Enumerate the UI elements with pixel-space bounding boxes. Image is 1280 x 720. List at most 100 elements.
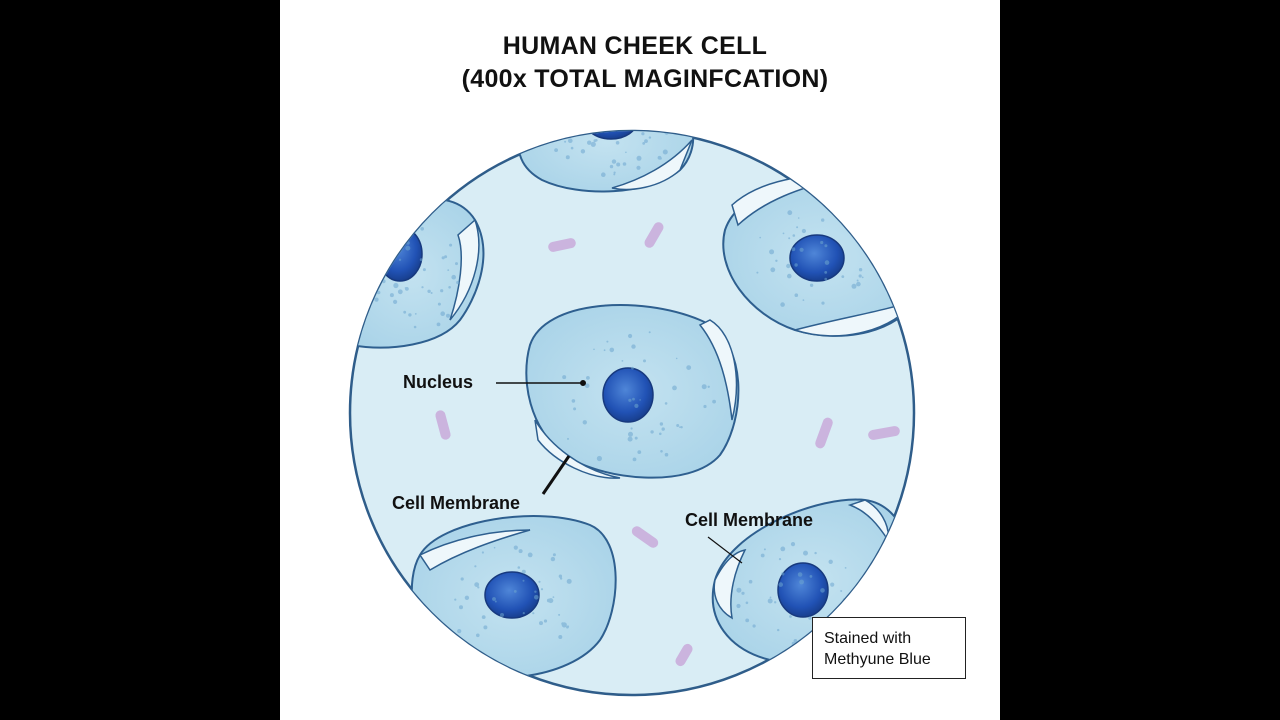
nucleus-top	[584, 131, 638, 140]
granule	[672, 385, 677, 391]
granule	[856, 279, 859, 282]
granule	[606, 340, 609, 343]
granule	[821, 301, 825, 305]
granule	[603, 349, 606, 352]
granule	[782, 232, 785, 235]
granule	[861, 276, 864, 279]
granule	[539, 621, 543, 626]
granule	[770, 267, 776, 273]
granule	[856, 231, 859, 234]
granule	[858, 274, 862, 278]
granule	[632, 457, 637, 462]
granule	[636, 107, 638, 109]
granule	[634, 127, 636, 129]
granule	[363, 304, 367, 308]
granule	[760, 553, 765, 558]
granule	[642, 142, 646, 145]
granule	[548, 598, 554, 604]
granule	[455, 262, 458, 266]
label-cell-membrane-right: Cell Membrane	[685, 510, 814, 530]
stain-note-box: Stained with Methyune Blue	[812, 617, 966, 679]
granule	[454, 598, 457, 601]
granule	[522, 579, 525, 582]
granule	[566, 625, 569, 629]
granule	[393, 282, 399, 289]
granule	[648, 136, 652, 139]
granule	[552, 553, 556, 557]
granule	[374, 297, 379, 302]
granule	[820, 240, 824, 245]
granule	[494, 600, 497, 603]
granule	[805, 643, 808, 646]
granule	[552, 596, 555, 598]
granule	[562, 375, 567, 380]
nucleus-left	[377, 226, 423, 282]
granule	[378, 273, 381, 276]
granule	[627, 436, 633, 442]
granule	[621, 360, 624, 362]
granule	[593, 348, 595, 351]
granule	[628, 431, 633, 437]
granule	[453, 276, 456, 279]
granule	[835, 213, 838, 217]
granule	[397, 289, 403, 295]
granule	[601, 172, 606, 177]
granule	[745, 618, 750, 623]
granule	[355, 278, 360, 283]
granule	[856, 595, 861, 599]
granule	[527, 552, 533, 558]
granule	[802, 299, 805, 301]
granule	[778, 558, 782, 561]
granule	[538, 580, 541, 583]
granule	[492, 597, 496, 601]
granule	[550, 556, 556, 562]
stain-note-line-2: Methyune Blue	[824, 651, 931, 668]
granule	[393, 299, 398, 304]
nucleus-center	[602, 367, 654, 423]
granule	[558, 635, 563, 639]
granule	[662, 149, 668, 155]
granule	[575, 132, 579, 135]
diagram-title: HUMAN CHEEK CELL	[502, 32, 768, 60]
granule	[857, 238, 860, 241]
granule	[565, 155, 570, 160]
granule	[419, 258, 423, 262]
granule	[659, 432, 662, 436]
granule	[554, 148, 558, 153]
granule	[621, 125, 623, 127]
granule	[398, 258, 402, 261]
granule	[628, 398, 632, 402]
granule	[399, 235, 403, 239]
granule	[839, 213, 843, 217]
granule	[857, 584, 860, 587]
granule	[780, 546, 786, 552]
granule	[359, 295, 364, 300]
granule	[644, 139, 648, 144]
granule	[436, 322, 441, 327]
nucleus-bottom-left	[484, 571, 540, 619]
granule	[609, 347, 615, 353]
granule	[532, 612, 535, 615]
granule	[741, 591, 745, 595]
granule	[774, 601, 777, 604]
granule	[355, 291, 361, 297]
granule	[582, 420, 587, 425]
granule	[875, 258, 879, 262]
granule	[440, 289, 444, 293]
nucleus-pointer-dot	[580, 380, 586, 386]
granule	[637, 450, 642, 454]
granule	[593, 139, 597, 143]
granule	[767, 598, 773, 604]
granule	[430, 292, 433, 294]
granule	[476, 633, 480, 638]
granule	[763, 548, 766, 551]
granule	[521, 569, 526, 574]
granule	[518, 549, 523, 554]
granule	[632, 397, 635, 401]
granule	[851, 283, 857, 289]
granule	[513, 590, 517, 593]
granule	[636, 155, 642, 161]
granule	[797, 572, 803, 577]
granule	[824, 271, 828, 274]
granule	[566, 578, 572, 584]
